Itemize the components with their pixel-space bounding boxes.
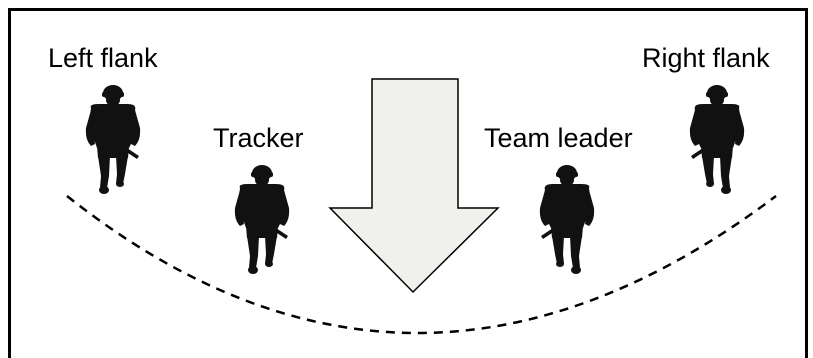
soldier-icon-left-flank: [85, 85, 141, 194]
direction-arrow: [328, 78, 500, 294]
soldier-icon-right-flank: [689, 85, 745, 194]
dashed-arc: [66, 195, 777, 335]
tracker-label: Tracker: [213, 123, 304, 153]
right-flank-label: Right flank: [642, 43, 770, 73]
left-flank-label: Left flank: [48, 43, 158, 73]
soldier-icon-team-leader: [539, 165, 595, 274]
soldier-icon-tracker: [234, 165, 290, 274]
team-leader-label: Team leader: [484, 123, 633, 153]
diagram-frame: [8, 8, 808, 358]
